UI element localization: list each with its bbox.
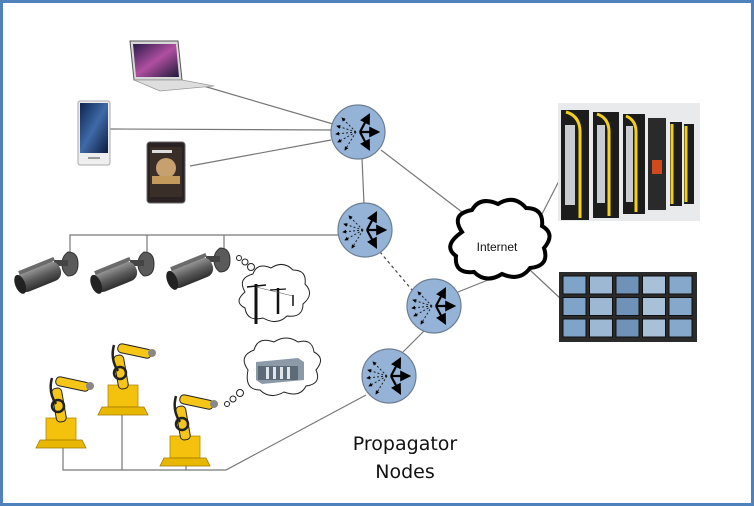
propagator-node-2 xyxy=(338,203,392,257)
security-camera-2 xyxy=(86,251,155,297)
industrial-robot-3 xyxy=(158,392,220,468)
propagator-node-3 xyxy=(407,279,461,333)
link-node2-node3-dashed xyxy=(379,251,413,291)
video-wall-screen xyxy=(615,318,640,338)
link-internet-videowall xyxy=(529,269,563,301)
video-wall-screen xyxy=(642,297,666,316)
propagator-node-4 xyxy=(362,349,416,403)
power-pole-icon xyxy=(246,284,294,324)
link-tablet-node1 xyxy=(189,139,332,167)
link-node1-internet xyxy=(380,149,476,223)
propagator-node-1 xyxy=(331,105,385,159)
smartphone-icon xyxy=(77,100,111,166)
video-wall-screen xyxy=(615,275,640,295)
video-wall-screen xyxy=(668,297,693,316)
thought-bubble-plc xyxy=(224,337,321,407)
video-wall-screen xyxy=(589,275,613,295)
video-wall-screen xyxy=(668,275,693,295)
link-node1-node2 xyxy=(361,157,365,205)
internet-cloud: Internet xyxy=(448,197,552,281)
video-wall-screen xyxy=(589,297,613,316)
cloud-icon xyxy=(448,197,552,281)
thought-bubble-power-lines xyxy=(236,255,310,324)
caption-propagator: Propagator xyxy=(353,433,458,455)
monitor-wall-icon xyxy=(562,275,693,338)
video-wall-image xyxy=(559,272,697,342)
tablet-icon xyxy=(146,141,186,204)
link-phone-node1 xyxy=(109,128,332,131)
security-camera-3 xyxy=(162,247,231,293)
laptop-icon xyxy=(129,40,215,92)
link-node3-node4 xyxy=(402,330,425,353)
link-laptop-node1 xyxy=(199,84,334,125)
plc-rack-icon xyxy=(256,358,304,384)
video-wall-screen xyxy=(589,318,613,338)
industrial-robot-1 xyxy=(34,374,96,450)
video-wall-screen xyxy=(642,275,666,295)
link-node3-internet xyxy=(457,279,489,293)
video-wall-screen xyxy=(562,318,587,338)
video-wall-screen xyxy=(642,318,666,338)
video-wall-screen xyxy=(562,275,587,295)
video-wall-screen xyxy=(615,297,640,316)
video-wall-screen xyxy=(562,297,587,316)
internet-label: Internet xyxy=(477,240,518,254)
datacenter-image xyxy=(558,103,700,221)
caption-nodes: Nodes xyxy=(375,461,435,483)
server-rack-icon xyxy=(561,110,694,220)
video-wall-screen xyxy=(668,318,693,338)
security-camera-1 xyxy=(10,251,79,297)
link-robots-node4 xyxy=(62,394,367,471)
industrial-robot-2 xyxy=(96,341,158,417)
